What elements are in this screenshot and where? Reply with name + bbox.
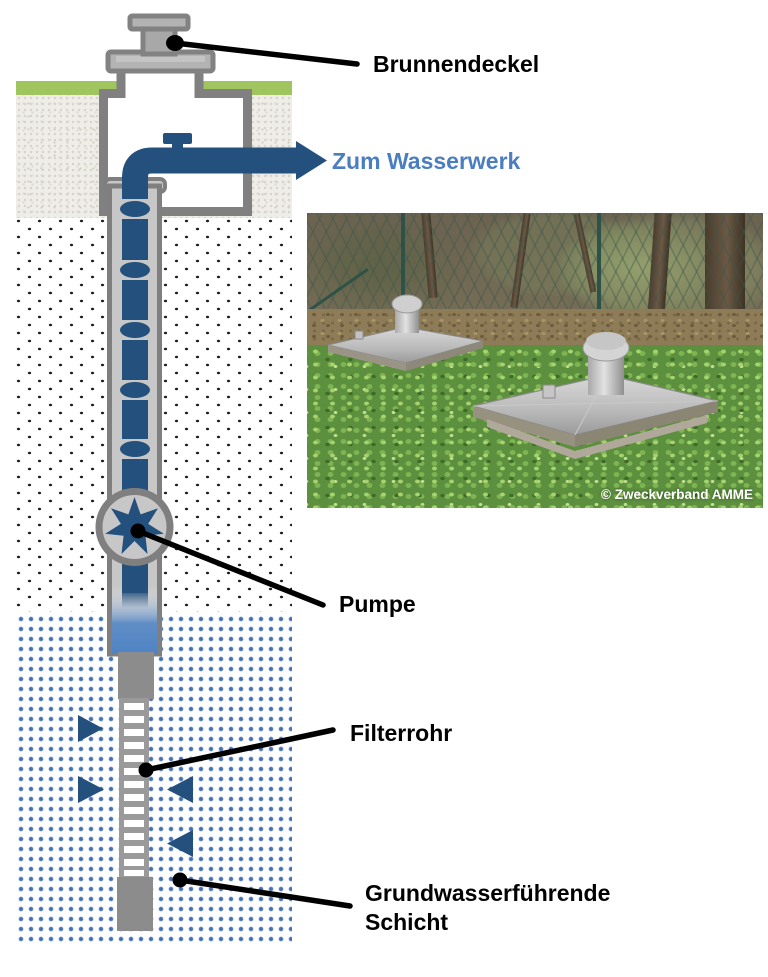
outlet-pipe: [122, 133, 327, 205]
photo-credit-caption: © Zweckverband AMME: [601, 487, 753, 502]
well-covers-photo: © Zweckverband AMME: [307, 213, 763, 508]
leader-filterrohr: [143, 727, 336, 773]
leader-grundwasser: [177, 877, 353, 909]
pipe-couplings: [120, 199, 150, 459]
ground-surface-left: [16, 81, 117, 95]
photo-fence-post-right: [597, 213, 601, 363]
valve-stem: [172, 143, 183, 159]
label-filterrohr: Filterrohr: [350, 720, 453, 746]
label-grundwasser-line1: Grundwasserführende: [365, 880, 611, 906]
leader-pumpe: [135, 528, 326, 608]
photo-shrub-shadow: [307, 213, 467, 323]
inflow-arrow-left-1: [78, 715, 103, 742]
photo-concrete-base: [487, 415, 707, 459]
filter-pipe: [119, 698, 149, 879]
leader-lines: [135, 40, 360, 909]
valve-handle: [163, 133, 192, 144]
label-pumpe: Pumpe: [339, 591, 416, 617]
leader-dots: [130, 35, 188, 888]
inflow-arrow-right-1: [167, 776, 193, 803]
label-zum-wasserwerk: Zum Wasserwerk: [332, 148, 521, 174]
inflow-arrow-left-2: [78, 776, 104, 803]
casing-reducer: [118, 652, 154, 699]
inflow-arrows: [78, 715, 193, 857]
filter-slots: [124, 703, 144, 876]
photo-well-cover-far: [327, 294, 484, 371]
label-grundwasser-line2: Schicht: [365, 909, 449, 935]
inflow-arrow-right-2: [167, 830, 193, 857]
photo-well-cover-near: [472, 332, 719, 459]
photo-cover-bolt: [354, 330, 364, 340]
photo-well-covers: [327, 294, 719, 459]
photo-cover-bolt: [542, 384, 556, 399]
flow-arrow-head: [296, 141, 327, 180]
leader-brunnendeckel: [172, 40, 360, 67]
sump-pipe: [117, 877, 153, 931]
label-brunnendeckel: Brunnendeckel: [373, 51, 540, 77]
label-grundwasserfuehrende-schicht: Grundwasserführende Schicht: [365, 879, 610, 937]
well-cover-flange-highlight: [116, 56, 205, 62]
